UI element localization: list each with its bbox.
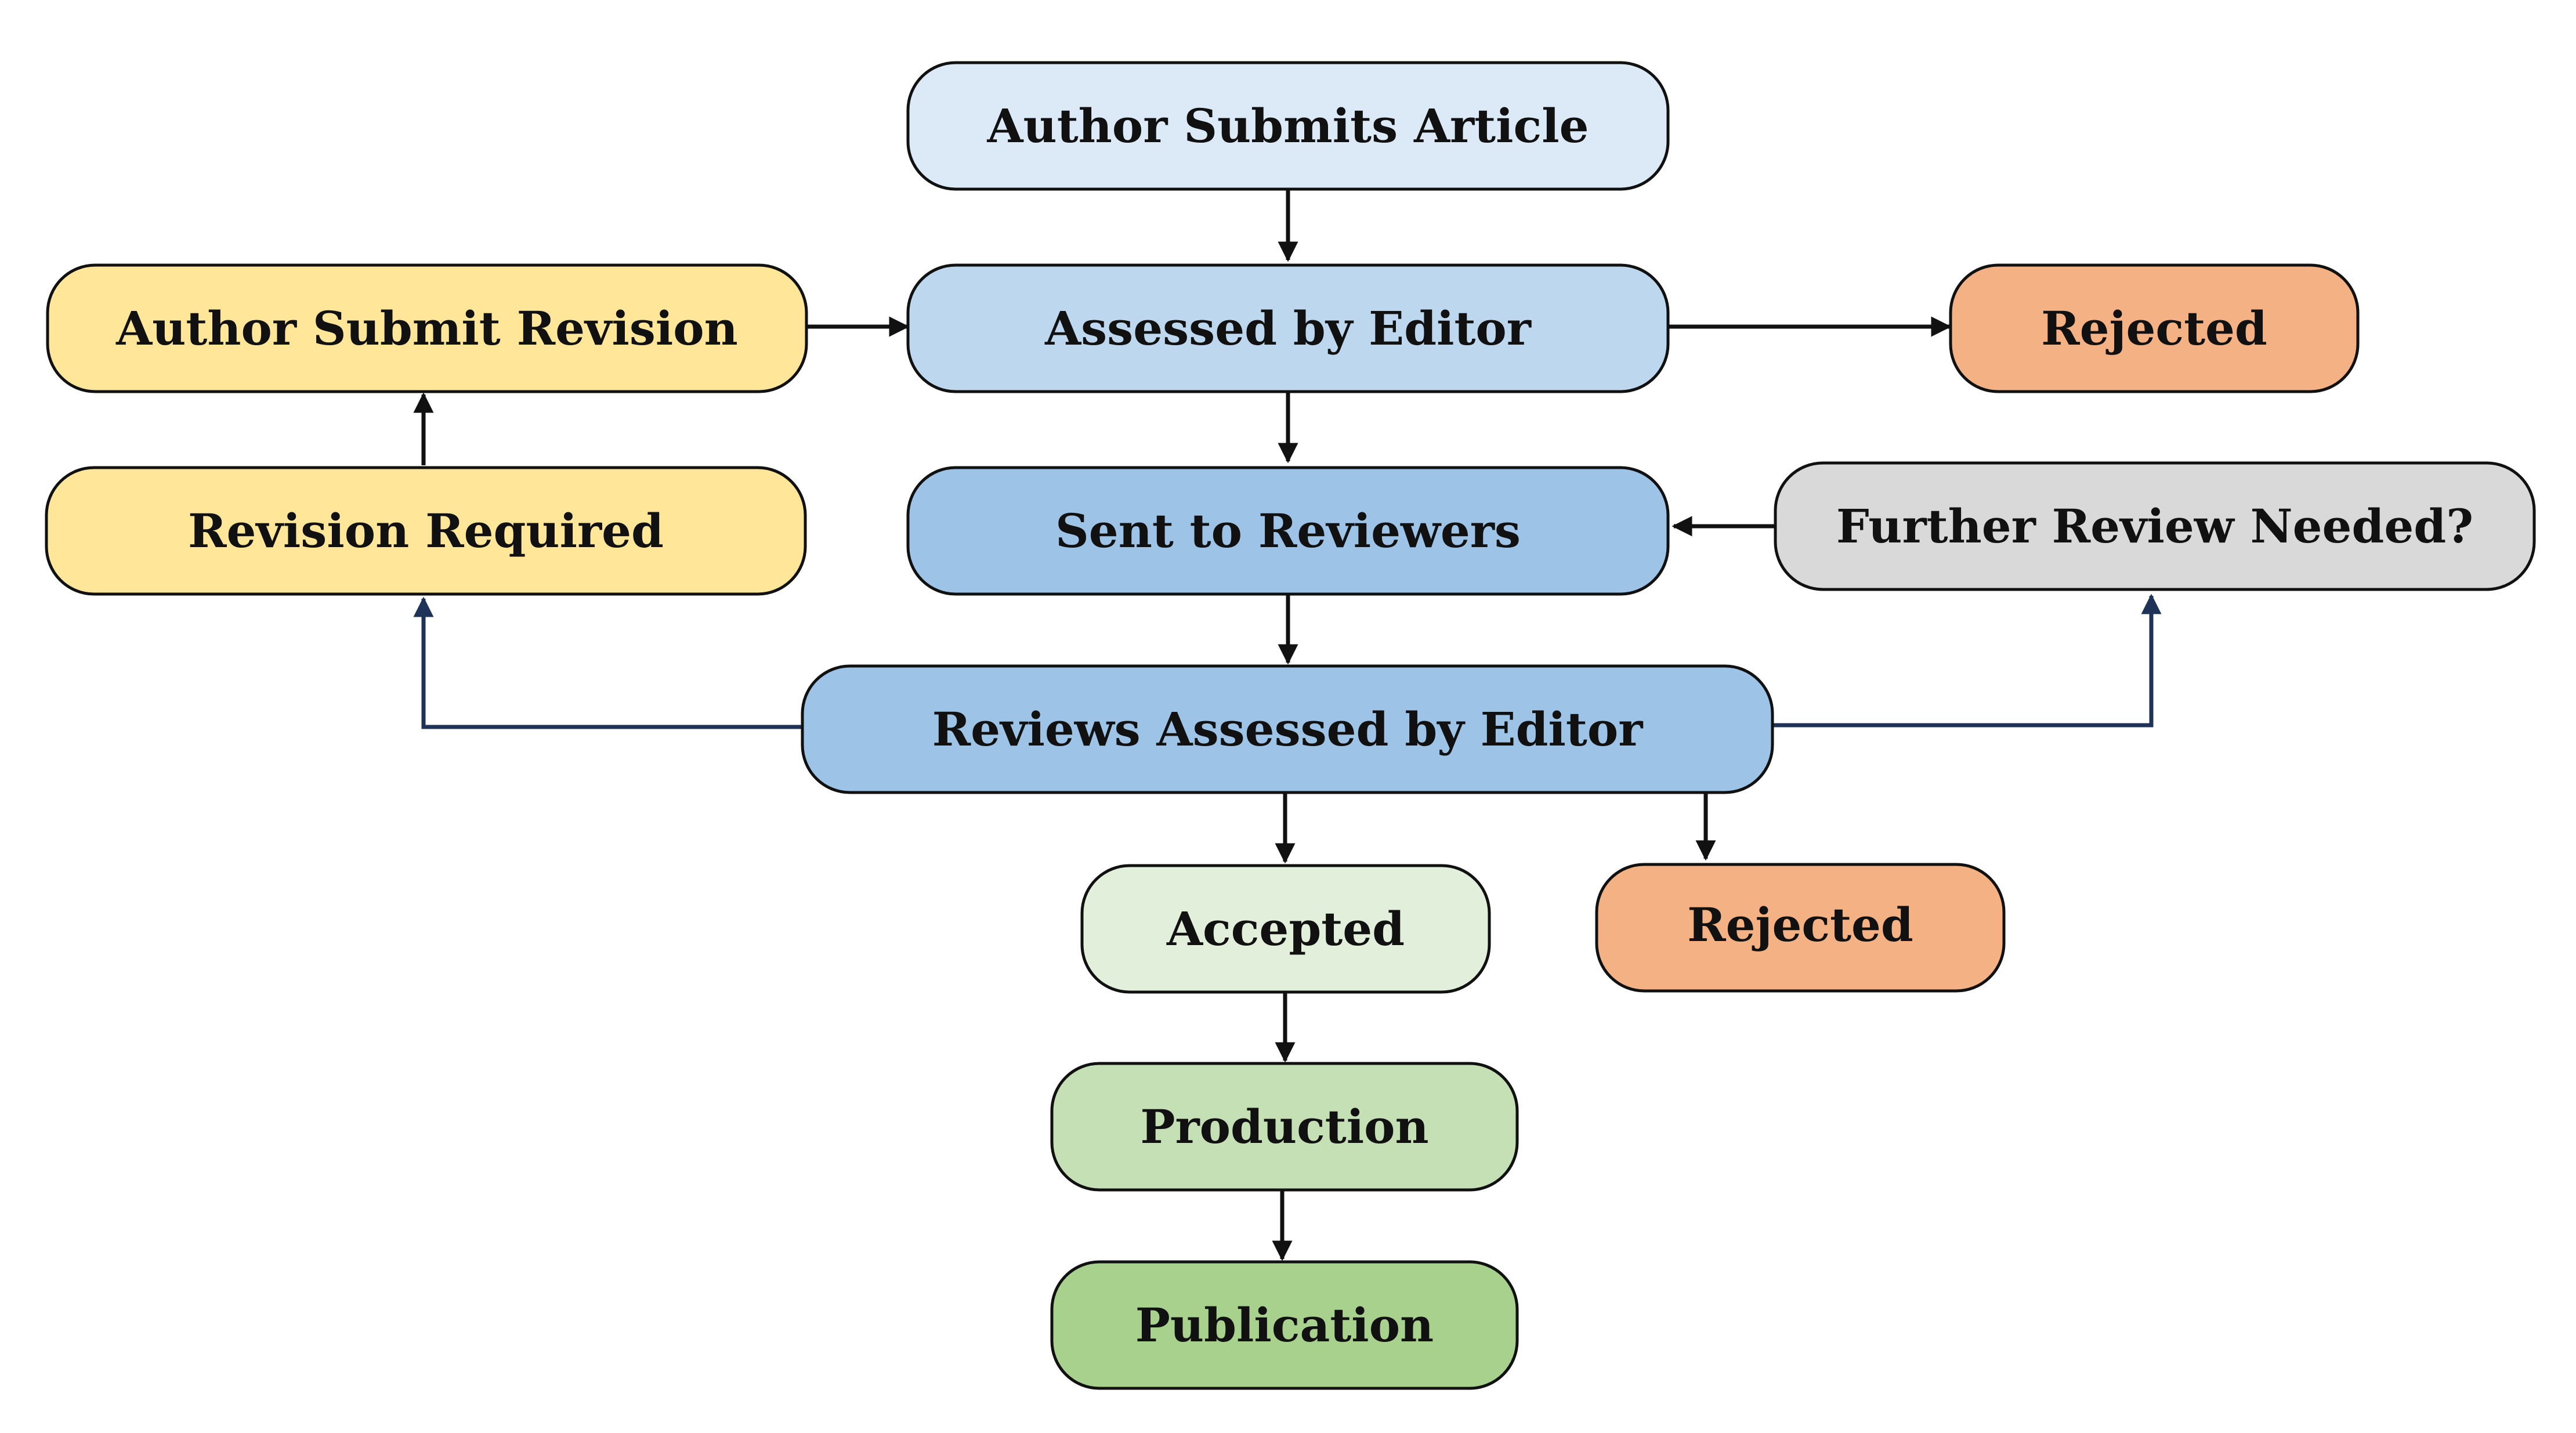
node-reviews-assessed-by-editor: Reviews Assessed by Editor: [801, 664, 1774, 794]
node-sent-to-reviewers: Sent to Reviewers: [906, 466, 1670, 596]
node-box: [1050, 1260, 1519, 1390]
node-publication: Publication: [1050, 1260, 1519, 1390]
node-label: Assessed by Editor: [1044, 301, 1532, 356]
node-label: Production: [1140, 1099, 1428, 1154]
node-author-submit-revision: Author Submit Revision: [46, 263, 808, 393]
node-production: Production: [1050, 1062, 1519, 1192]
node-box: [906, 466, 1670, 596]
node-label: Accepted: [1166, 902, 1405, 956]
node-further-review-needed: Further Review Needed?: [1774, 461, 2536, 591]
node-box: [45, 466, 807, 596]
connectors: [413, 189, 2162, 1261]
node-box: [906, 61, 1670, 191]
arrow-reviews-to-revision-required: [413, 596, 804, 729]
node-rejected-bottom: Rejected: [1595, 863, 2006, 993]
node-box: [1080, 864, 1491, 994]
node-label: Author Submit Revision: [115, 301, 738, 356]
node-label: Revision Required: [188, 504, 664, 558]
node-box: [906, 263, 1670, 393]
node-revision-required: Revision Required: [45, 466, 807, 596]
arrow-reviews-to-further-review: [1772, 594, 2162, 728]
node-assessed-by-editor: Assessed by Editor: [906, 263, 1670, 393]
node-box: [46, 263, 808, 393]
node-label: Further Review Needed?: [1836, 499, 2473, 553]
node-label: Rejected: [1687, 898, 1913, 952]
node-box: [1949, 263, 2360, 393]
node-label: Author Submits Article: [986, 99, 1589, 153]
node-box: [1595, 863, 2006, 993]
node-accepted: Accepted: [1080, 864, 1491, 994]
node-label: Sent to Reviewers: [1055, 504, 1521, 558]
node-box: [1774, 461, 2536, 591]
node-label: Publication: [1135, 1298, 1434, 1352]
node-label: Reviews Assessed by Editor: [932, 702, 1644, 757]
node-label: Rejected: [2041, 301, 2267, 356]
node-box: [801, 664, 1774, 794]
node-rejected-top: Rejected: [1949, 263, 2360, 393]
node-box: [1050, 1062, 1519, 1192]
node-author-submits-article: Author Submits Article: [906, 61, 1670, 191]
